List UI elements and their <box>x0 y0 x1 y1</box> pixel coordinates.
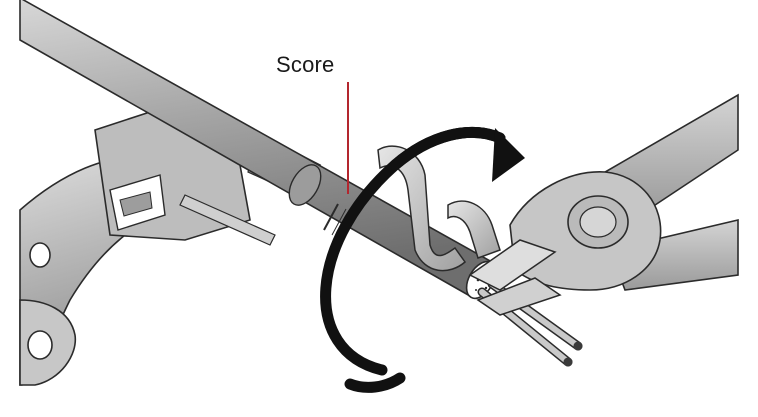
rotation-arrow-icon <box>320 126 525 393</box>
peeled-jacket-strip <box>377 145 501 272</box>
jacketed-cable <box>19 0 497 300</box>
diagonal-cutter <box>468 93 739 316</box>
score-label: Score <box>276 52 335 77</box>
